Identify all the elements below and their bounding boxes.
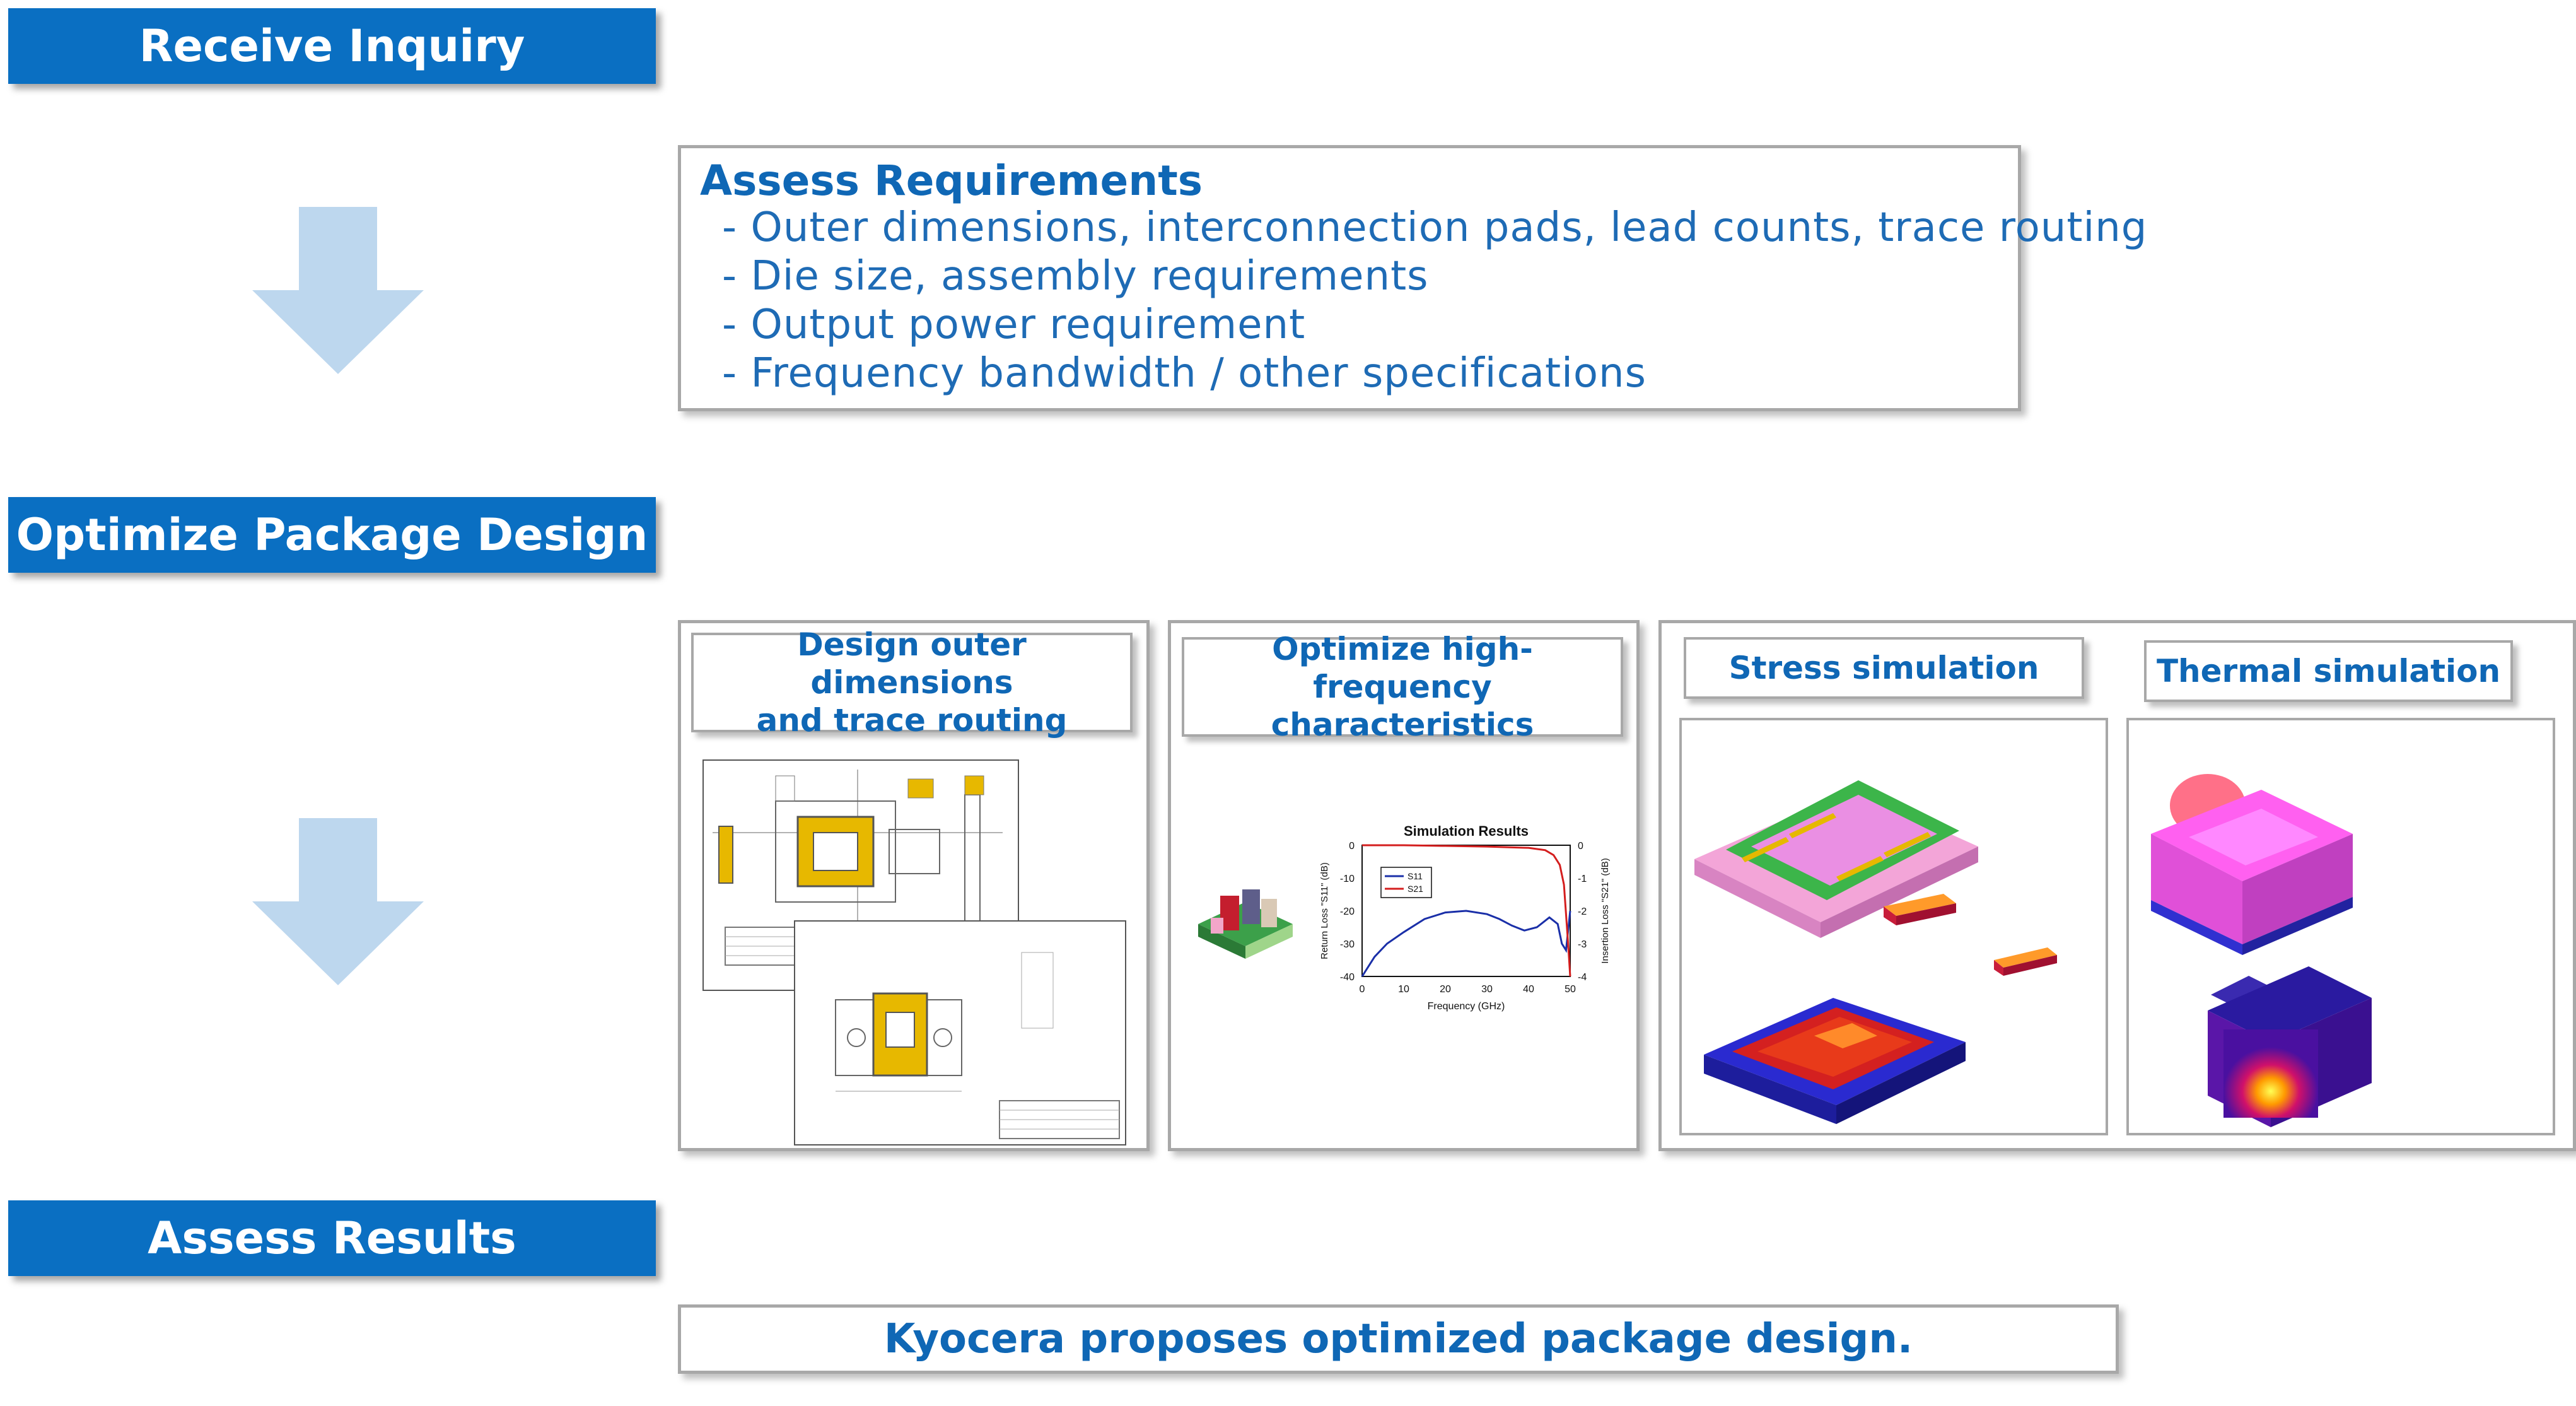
y2-tick-label: -2: [1578, 906, 1587, 917]
step-receive-inquiry: Receive Inquiry: [8, 8, 656, 84]
design-label-line2: and trace routing: [756, 702, 1068, 739]
highfreq-label-line1: Optimize high-frequency: [1272, 631, 1533, 705]
y2-tick-label: 0: [1578, 841, 1583, 852]
design-panel-label: Design outer dimensions and trace routin…: [691, 626, 1133, 739]
step-optimize-package-design: Optimize Package Design: [8, 497, 656, 573]
x-tick-label: 30: [1481, 984, 1493, 995]
x-tick-label: 50: [1565, 984, 1576, 995]
y2-tick-label: -1: [1578, 874, 1587, 884]
down-arrow-icon: [252, 818, 424, 985]
y2-axis-label: Insertion Loss "S21" (dB): [1600, 858, 1611, 963]
requirement-item: - Die size, assembly requirements: [722, 253, 1429, 300]
chart-title: Simulation Results: [1404, 823, 1529, 839]
x-tick-label: 40: [1523, 984, 1534, 995]
x-tick-label: 20: [1440, 984, 1451, 995]
stress-simulation-label: Stress simulation: [1684, 637, 2084, 699]
series-line-s21: [1362, 844, 1571, 977]
thermal-label-text: Thermal simulation: [2156, 653, 2501, 689]
down-arrow-icon: [252, 207, 424, 374]
requirement-item: - Frequency bandwidth / other specificat…: [722, 350, 1646, 397]
final-proposal-box: [678, 1304, 2119, 1374]
requirements-box: [678, 145, 2021, 411]
step-optimize-label: Optimize Package Design: [16, 509, 648, 561]
y2-tick-label: -3: [1578, 939, 1587, 950]
thermal-simulation-label: Thermal simulation: [2144, 640, 2513, 702]
legend-label-s21: S21: [1407, 884, 1423, 894]
y-tick-label: -40: [1340, 972, 1355, 983]
legend-box: [1380, 867, 1432, 898]
stress-simulation-image: [1694, 780, 2057, 1124]
technical-drawing-image: [702, 759, 1126, 1145]
requirements-title: Assess Requirements: [700, 156, 1203, 205]
step-assess-results: Assess Results: [8, 1200, 656, 1276]
y-tick-label: -30: [1340, 939, 1355, 950]
requirement-item: - Output power requirement: [722, 302, 1306, 348]
requirement-item: - Outer dimensions, interconnection pads…: [722, 204, 2148, 251]
legend-label-s11: S11: [1407, 871, 1423, 881]
thermal-simulation-image: [2151, 774, 2372, 1127]
x-axis-label: Frequency (GHz): [1428, 1001, 1505, 1012]
y-axis-label: Return Loss "S11" (dB): [1319, 862, 1330, 959]
highfreq-label-line2: characteristics: [1271, 706, 1534, 743]
x-tick-label: 10: [1398, 984, 1409, 995]
y-tick-label: -20: [1340, 906, 1355, 917]
stress-label-text: Stress simulation: [1728, 650, 2039, 686]
x-tick-label: 0: [1360, 984, 1365, 995]
step-receive-inquiry-label: Receive Inquiry: [139, 20, 525, 72]
y2-tick-label: -4: [1578, 972, 1587, 983]
high-frequency-panel-label: Optimize high-frequency characteristics: [1182, 631, 1623, 743]
step-assess-label: Assess Results: [148, 1212, 516, 1264]
y-tick-label: 0: [1349, 841, 1355, 852]
rf-model-image: [1198, 889, 1293, 959]
series-line-s11: [1361, 910, 1571, 977]
y-tick-label: -10: [1340, 874, 1355, 884]
final-proposal-text: Kyocera proposes optimized package desig…: [883, 1316, 1913, 1362]
design-label-line1: Design outer dimensions: [797, 626, 1027, 701]
